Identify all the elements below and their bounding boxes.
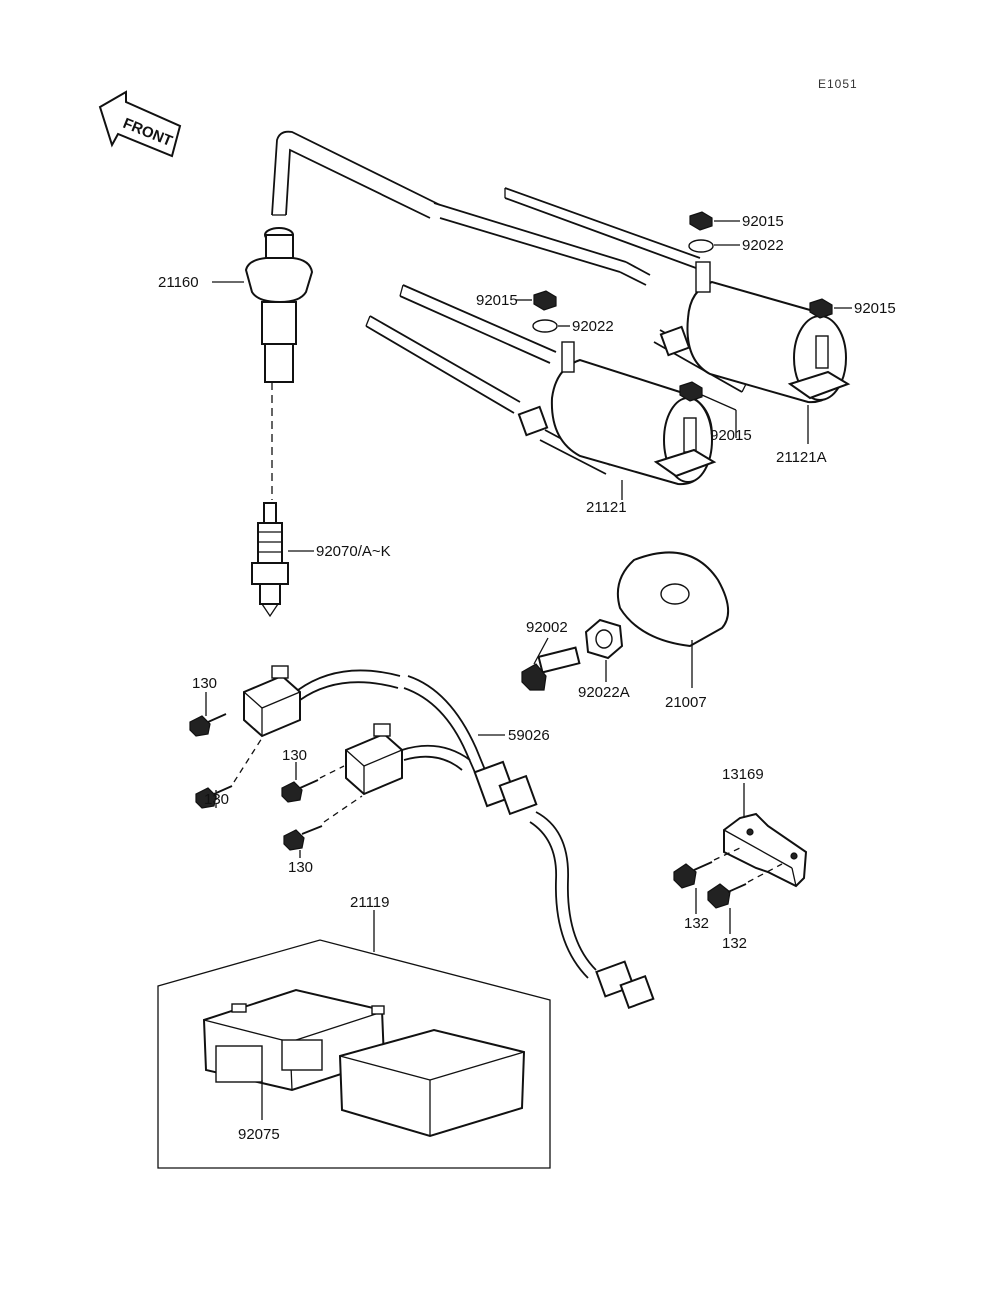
washer-icon <box>688 239 714 253</box>
label-132-b: 132 <box>722 935 747 952</box>
label-132-a: 132 <box>684 915 709 932</box>
label-92022-a: 92022 <box>742 237 784 254</box>
igniter-unit <box>202 988 386 1092</box>
label-130-d: 130 <box>288 859 313 876</box>
timing-plate <box>616 551 729 688</box>
bolt-130 <box>281 762 345 803</box>
label-130-a: 130 <box>192 675 217 692</box>
label-21121A: 21121A <box>776 449 827 466</box>
label-21121: 21121 <box>586 499 627 516</box>
label-92022A: 92022A <box>578 684 630 701</box>
nut-icon <box>689 211 713 231</box>
nut-92022A <box>584 618 624 682</box>
label-59026: 59026 <box>508 727 550 744</box>
nut-icon <box>809 298 833 319</box>
nut-icon <box>679 381 703 402</box>
spark-plug <box>251 502 314 618</box>
ignition-coil-21121A <box>504 187 851 404</box>
wire-harness <box>297 669 655 1010</box>
bolt-132 <box>707 863 783 934</box>
bolt-130 <box>283 795 363 858</box>
bolt-92002 <box>521 637 581 691</box>
nut-icon <box>533 290 557 311</box>
label-92015-d: 92015 <box>710 427 752 444</box>
spark-plug-cap <box>212 130 651 500</box>
pickup-coil <box>345 723 403 796</box>
label-92075: 92075 <box>238 1126 280 1143</box>
label-92022-b: 92022 <box>572 318 614 335</box>
label-21119: 21119 <box>350 894 390 911</box>
washer-icon <box>532 319 558 333</box>
bracket <box>723 783 808 888</box>
figure-code: E1051 <box>818 77 858 91</box>
ignition-coil-21121 <box>365 284 717 486</box>
front-arrow-icon: FRONT <box>98 90 182 158</box>
igniter-cover <box>338 1028 526 1138</box>
pickup-coil <box>243 665 301 738</box>
label-92015-b: 92015 <box>476 292 518 309</box>
igniter-assembly-box <box>157 910 551 1169</box>
bolt-132 <box>673 847 741 914</box>
label-92015-a: 92015 <box>742 213 784 230</box>
label-92002: 92002 <box>526 619 568 636</box>
label-21160: 21160 <box>158 274 199 291</box>
label-92015-c: 92015 <box>854 300 896 317</box>
label-130-b: 130 <box>204 791 229 808</box>
bolt-130 <box>189 692 227 737</box>
label-130-c: 130 <box>282 747 307 764</box>
label-21007: 21007 <box>665 694 707 711</box>
label-92070: 92070/A~K <box>316 543 391 560</box>
label-13169: 13169 <box>722 766 764 783</box>
bolt-130 <box>195 737 263 809</box>
